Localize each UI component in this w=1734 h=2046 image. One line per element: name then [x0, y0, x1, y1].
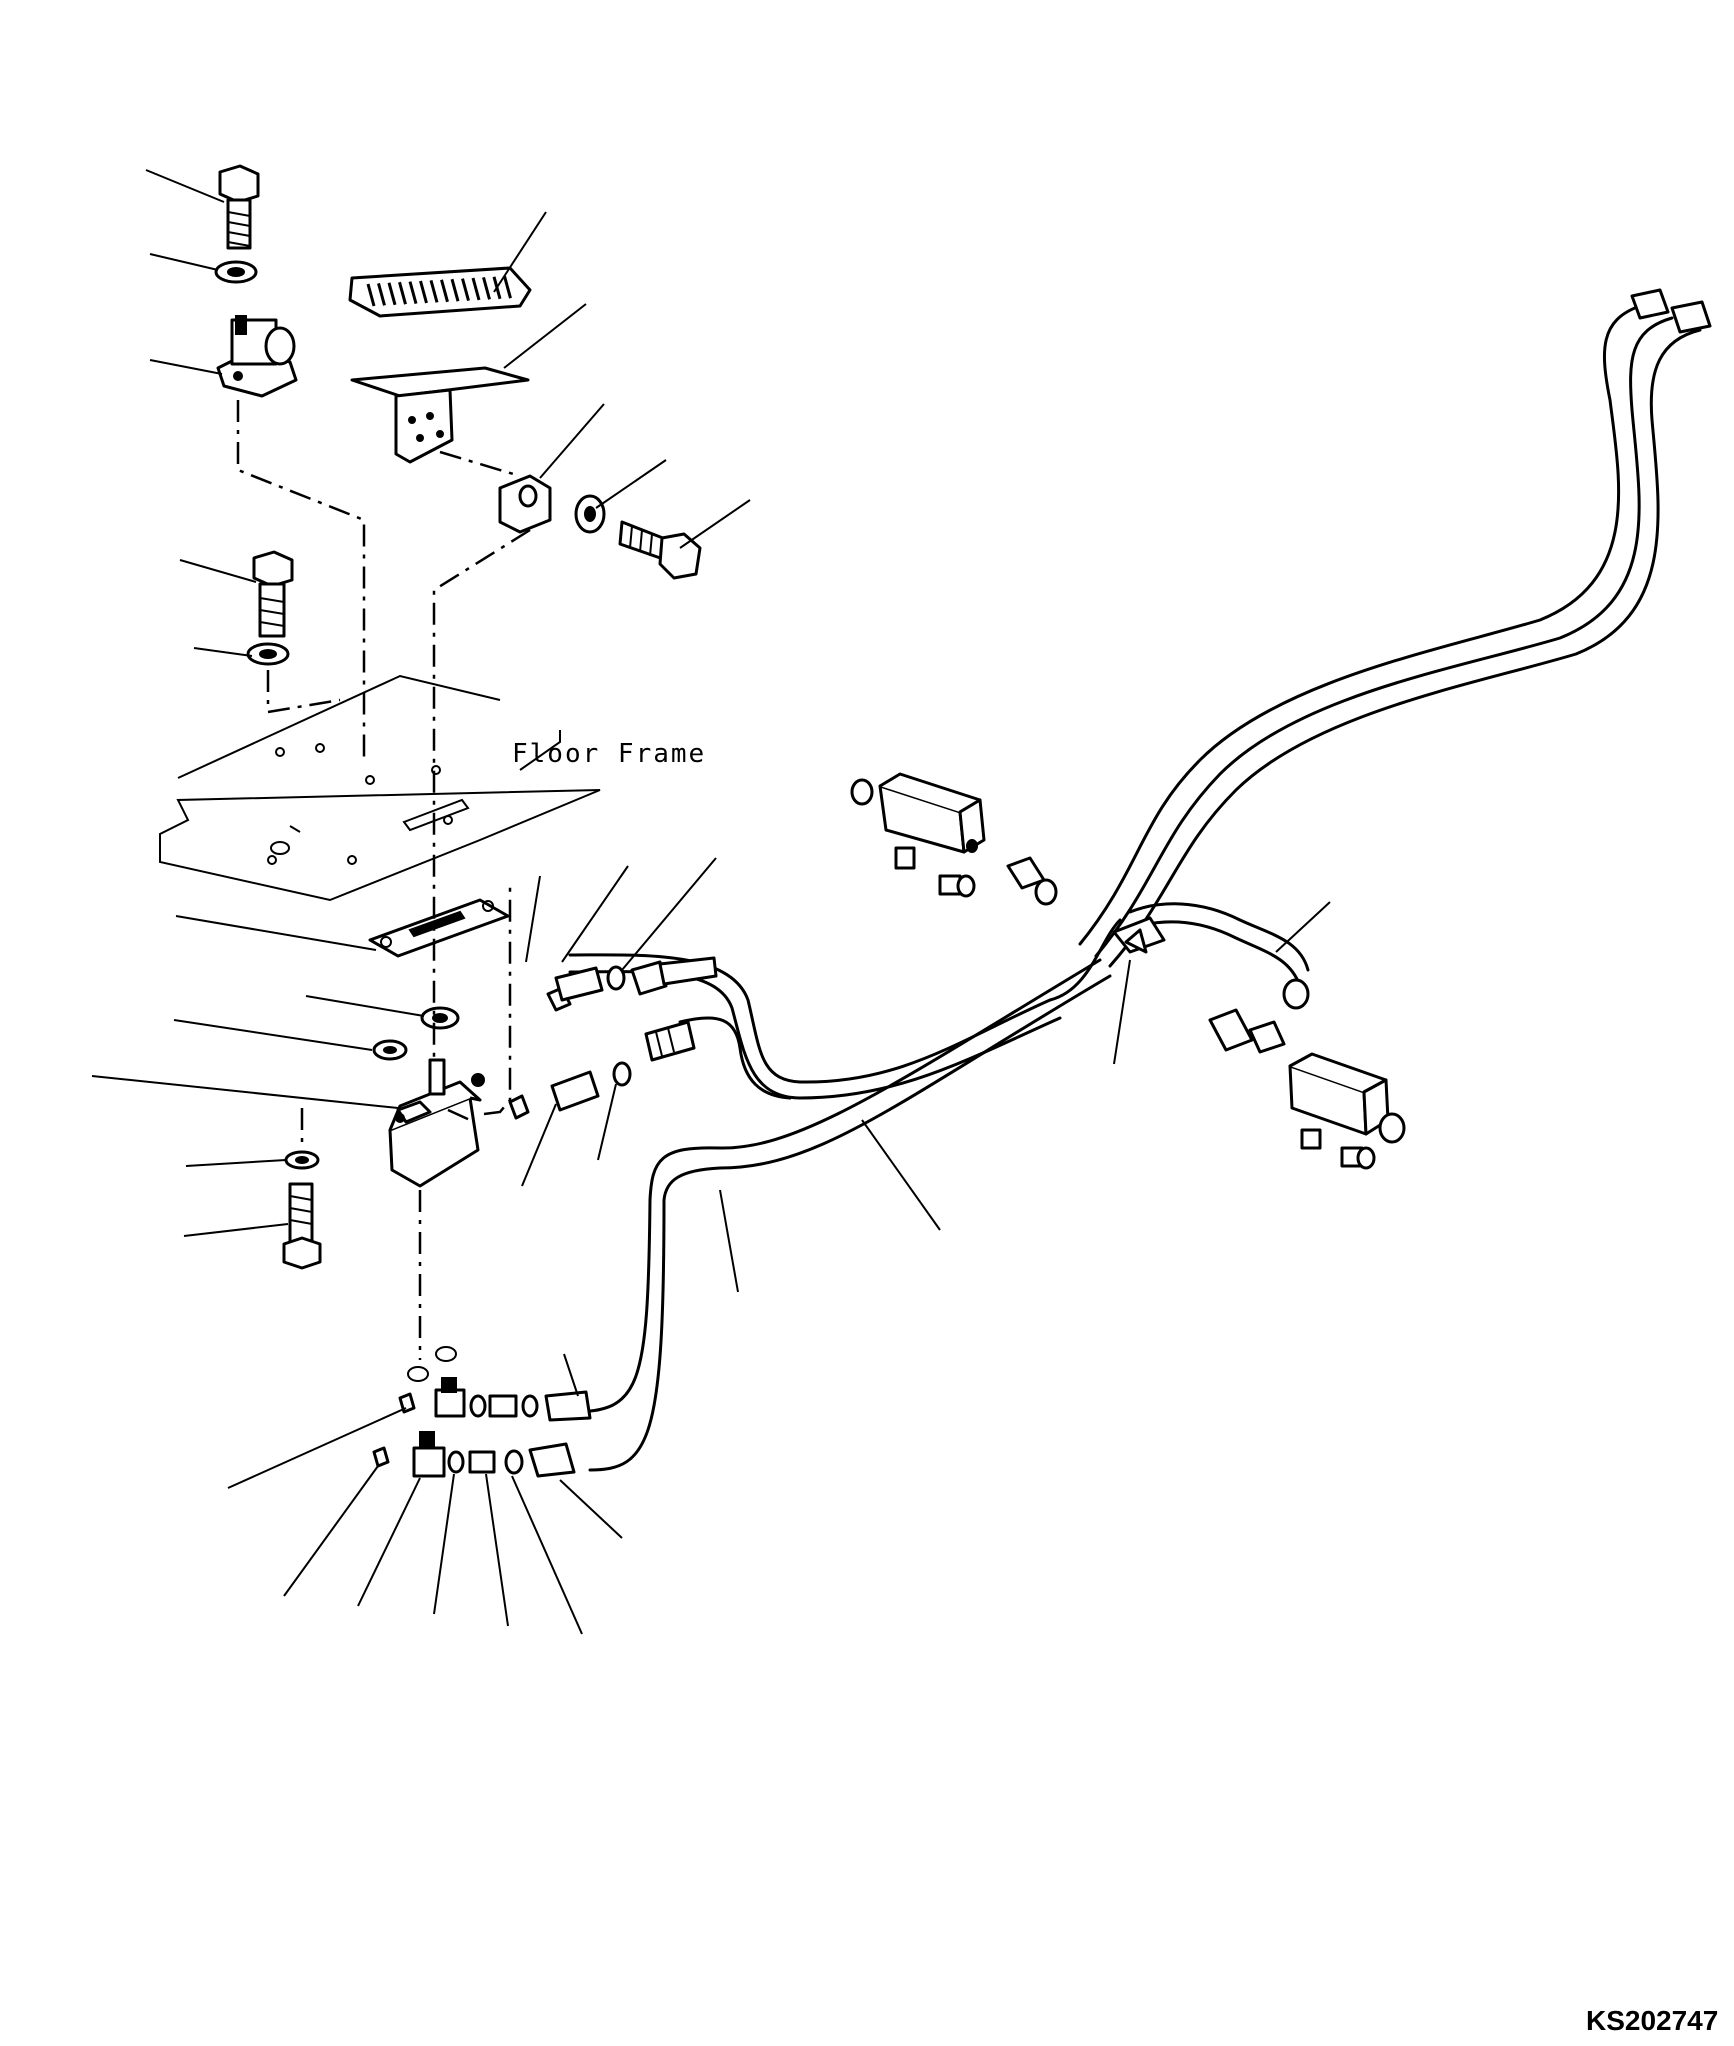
bolt-bottom-left — [282, 1182, 322, 1270]
pad-rib — [377, 283, 386, 306]
bolt-middle-left — [252, 550, 294, 638]
pad-rib — [471, 277, 481, 301]
pad-rib — [440, 279, 449, 303]
adapter-upper-right — [1006, 856, 1058, 906]
pivot-block — [498, 474, 552, 534]
pad-rib — [408, 281, 418, 304]
pedal-plate — [350, 366, 530, 464]
pedal-rubber-pad — [348, 266, 532, 318]
bolt-top-left — [218, 164, 260, 250]
leader-lines — [91, 169, 1331, 1635]
brake-valve — [388, 1058, 485, 1188]
washer-valve-bottom — [284, 1150, 320, 1170]
pad-rib — [450, 278, 460, 302]
valve-block-lower-right — [1288, 1052, 1406, 1170]
pedal-bracket-hinge — [216, 315, 298, 398]
floor-frame-label: Floor Frame — [512, 739, 706, 769]
lower-fittings — [372, 1346, 592, 1478]
pad-rib — [419, 280, 428, 304]
assembly-centerlines — [236, 400, 531, 1360]
washer-valve-top — [420, 1006, 460, 1030]
pad-rib — [387, 282, 397, 306]
pad-rib — [398, 281, 407, 305]
washer-valve-left — [372, 1039, 408, 1061]
upper-fittings — [508, 956, 718, 1120]
pad-rib — [366, 283, 376, 307]
washer-right — [574, 494, 606, 534]
pad-rib — [461, 278, 470, 301]
illustration-code: KS202747 — [1586, 2005, 1718, 2036]
valve-block-upper-right — [850, 772, 986, 898]
slot-cover-plate — [368, 898, 510, 958]
clamp-bracket — [1112, 916, 1166, 954]
hydraulic-hoses — [568, 288, 1712, 1472]
bolt-horizontal — [618, 520, 702, 580]
pad-rib — [482, 277, 491, 300]
washer-top-left — [214, 260, 258, 284]
washer-middle-left — [246, 642, 290, 666]
pad-rib — [429, 280, 439, 303]
pad-rib — [503, 275, 512, 299]
floor-frame-plate — [159, 674, 601, 902]
switch-fitting-lower-right — [1208, 978, 1310, 1054]
